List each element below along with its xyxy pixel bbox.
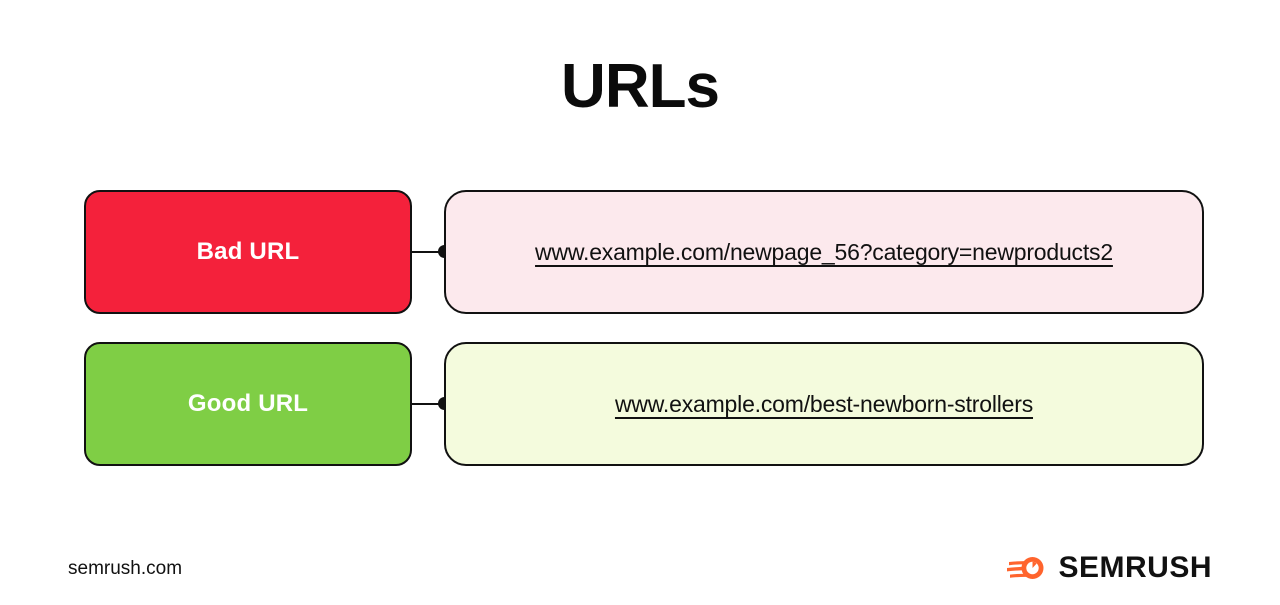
- label-card-bad-url: Bad URL: [84, 190, 412, 314]
- bad-url-text: www.example.com/newpage_56?category=newp…: [535, 238, 1113, 265]
- row-bad-url: Bad URL www.example.com/newpage_56?categ…: [0, 190, 1280, 316]
- good-url-text: www.example.com/best-newborn-strollers: [614, 390, 1034, 417]
- row-good-url: Good URL www.example.com/best-newborn-st…: [0, 342, 1280, 468]
- semrush-brand-name: SEMRUSH: [1058, 551, 1212, 584]
- semrush-brand: SEMRUSH: [1007, 552, 1212, 584]
- value-panel-bad-url: www.example.com/newpage_56?category=newp…: [444, 190, 1204, 314]
- label-card-good-url: Good URL: [84, 342, 412, 466]
- connector-line-bad: [412, 251, 446, 253]
- label-card-bad-url-text: Bad URL: [196, 238, 300, 265]
- page-title: URLs: [561, 52, 720, 121]
- label-card-good-url-text: Good URL: [187, 390, 309, 417]
- connector-line-good: [412, 403, 446, 405]
- semrush-comet-icon: [1007, 552, 1047, 584]
- footer-site-url: semrush.com: [68, 558, 183, 579]
- value-panel-good-url: www.example.com/best-newborn-strollers: [444, 342, 1204, 466]
